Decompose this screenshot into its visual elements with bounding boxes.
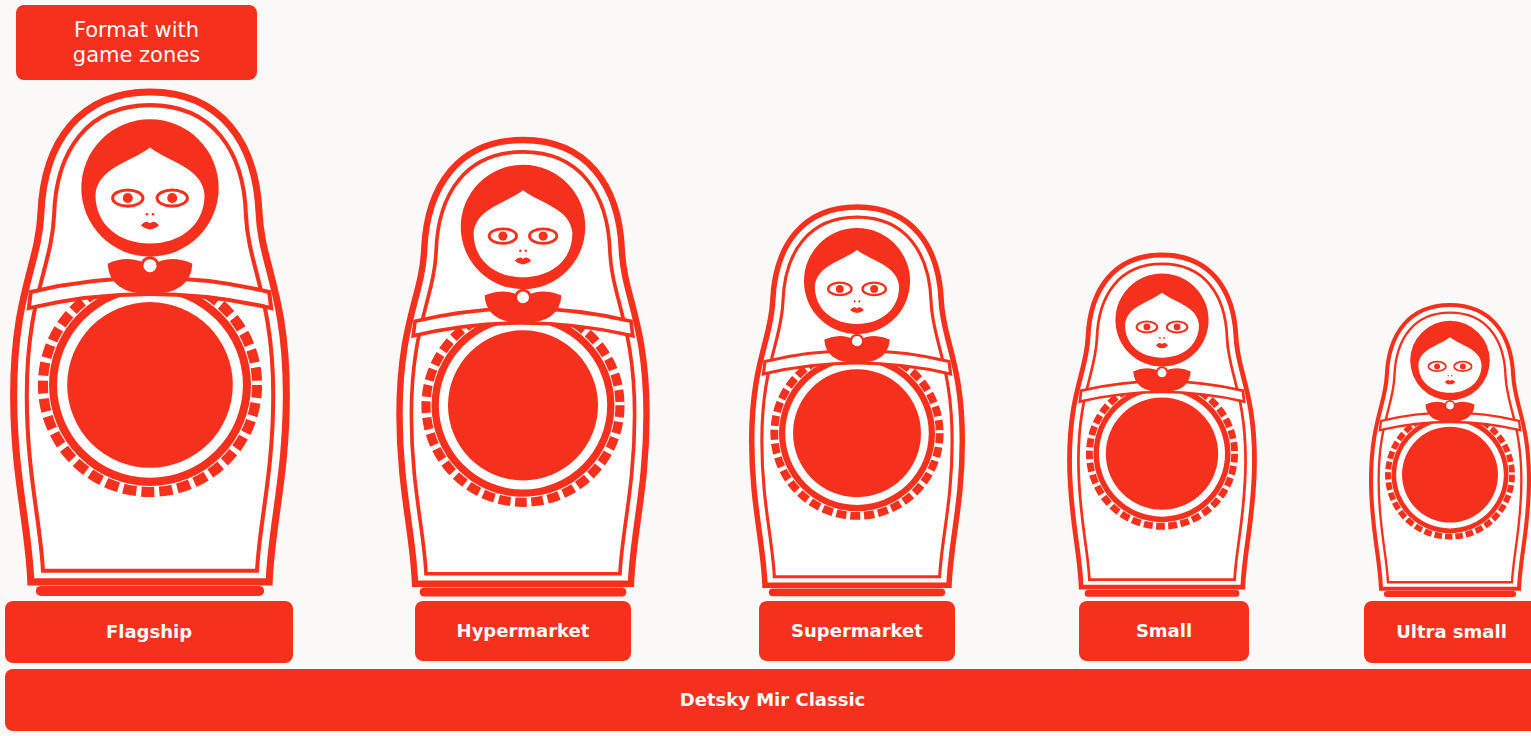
format-box: Small xyxy=(1079,601,1249,661)
matryoshka-doll xyxy=(752,207,963,596)
format-box: Flagship xyxy=(5,601,293,663)
box-label: Ultra small xyxy=(1396,621,1507,643)
box-label: Flagship xyxy=(106,621,192,643)
matryoshka-doll xyxy=(1070,255,1255,597)
matryoshka-doll xyxy=(399,140,646,597)
callout-box: Format with game zones xyxy=(16,5,257,80)
format-box: Hypermarket xyxy=(415,601,631,661)
box-label: Small xyxy=(1136,620,1192,642)
matryoshka-doll xyxy=(1371,305,1529,597)
box-label: Format with game zones xyxy=(57,18,217,66)
format-box: Ultra small xyxy=(1364,601,1531,663)
format-box: Supermarket xyxy=(759,601,955,661)
matryoshka-doll xyxy=(14,92,287,596)
brand-band: Detsky Mir Classic xyxy=(5,669,1531,731)
box-label: Detsky Mir Classic xyxy=(680,689,865,711)
box-label: Hypermarket xyxy=(457,620,590,642)
box-label: Supermarket xyxy=(791,620,923,642)
